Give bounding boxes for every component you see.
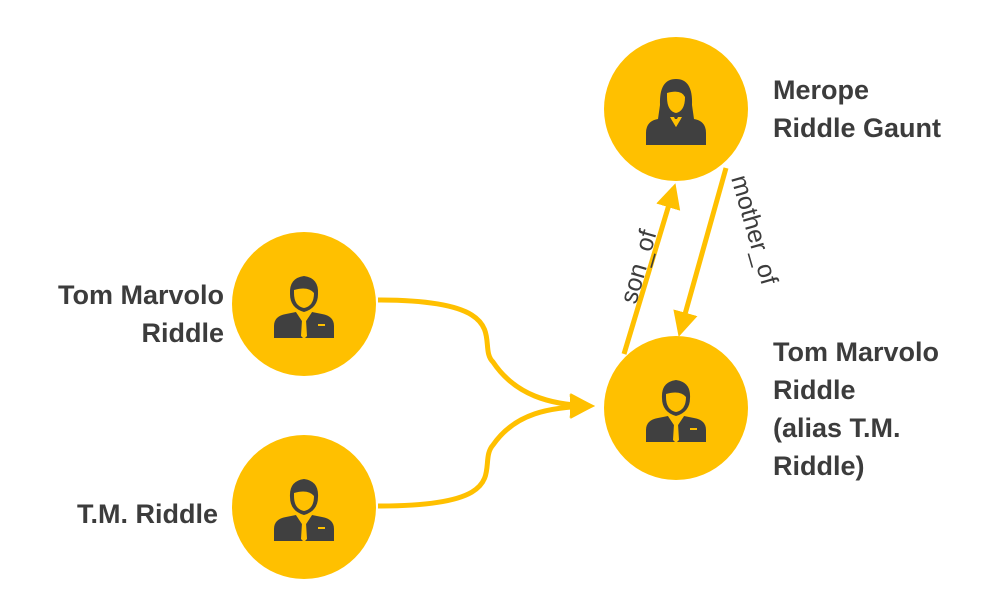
label-line: Tom Marvolo — [773, 337, 940, 367]
node-tom-marvolo-riddle-merged — [604, 336, 748, 480]
label-tom-marvolo-riddle-merged: Tom Marvolo Riddle (alias T.M. Riddle) — [773, 333, 939, 485]
label-line: Merope — [773, 75, 870, 105]
edge-tm-to-merged — [377, 394, 595, 509]
label-line: Riddle Gaunt — [773, 113, 941, 143]
label-merope-riddle-gaunt: Merope Riddle Gaunt — [773, 71, 941, 147]
edge-mother-of — [673, 167, 729, 337]
edge-label-mother-of: mother_of — [725, 172, 783, 288]
edge-tom-to-merged — [377, 297, 595, 418]
edge-label-son-of: son_of — [615, 227, 663, 307]
label-tm-riddle: T.M. Riddle — [77, 495, 218, 533]
label-line: Riddle — [141, 318, 224, 348]
label-line: Riddle) — [773, 451, 865, 481]
node-tom-marvolo-riddle — [232, 232, 376, 376]
node-tm-riddle — [232, 435, 376, 579]
label-line: Tom Marvolo — [57, 280, 224, 310]
edge-son-of — [621, 183, 681, 355]
label-tom-marvolo-riddle: Tom Marvolo Riddle — [58, 276, 224, 352]
label-line: T.M. Riddle — [77, 499, 218, 529]
label-line: Riddle — [773, 375, 856, 405]
label-line: (alias T.M. — [773, 413, 901, 443]
node-merope-riddle-gaunt — [604, 37, 748, 181]
